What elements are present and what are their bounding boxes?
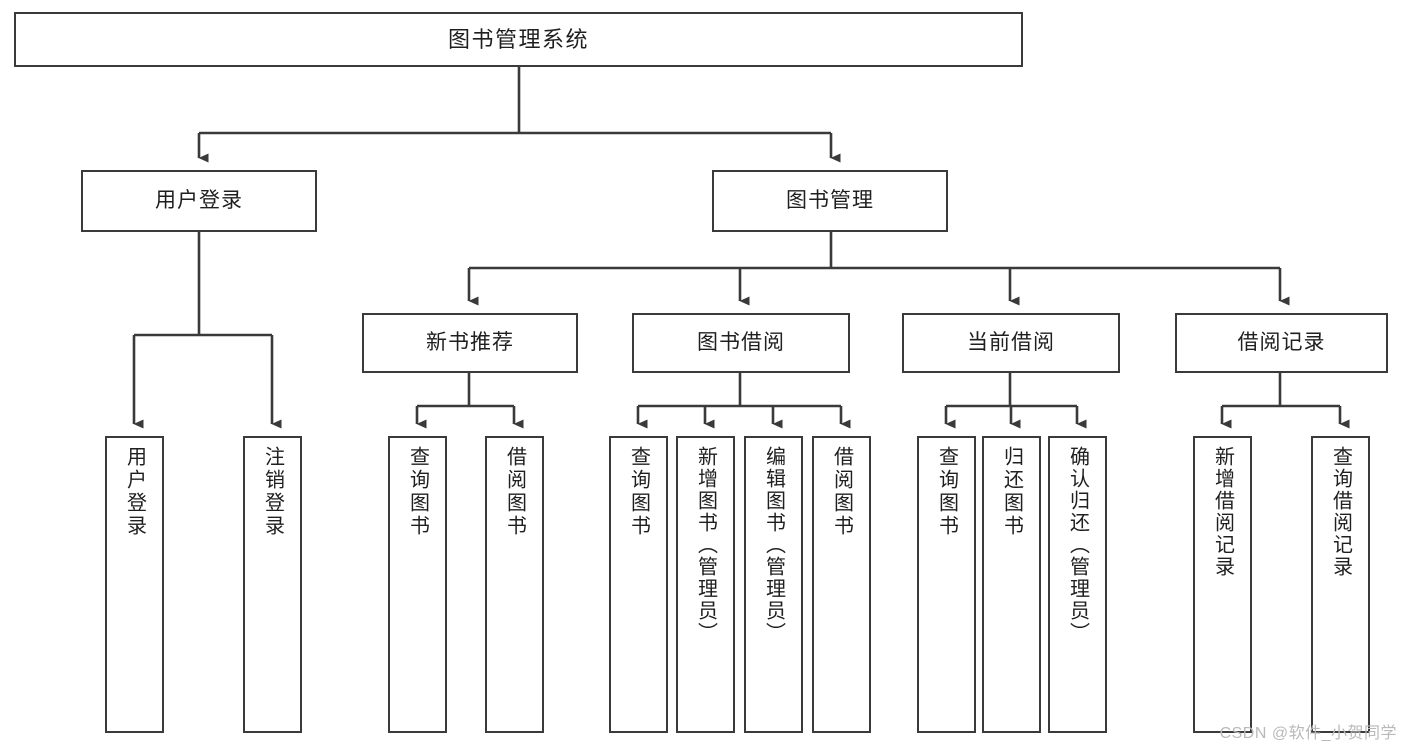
node-new-book-recommend[interactable]: 新书推荐 [362,313,578,373]
node-label: 新增图书（管理员） [694,446,717,644]
node-label: 新增借阅记录 [1211,446,1234,578]
leaf-return-book[interactable]: 归还图书 [982,436,1041,733]
node-label: 查询图书 [935,446,958,538]
leaf-borrow-book[interactable]: 借阅图书 [812,436,871,733]
node-label: 借阅记录 [1237,330,1326,354]
node-label: 新书推荐 [426,330,514,354]
node-label: 查询借阅记录 [1329,446,1352,578]
node-user-login[interactable]: 用户登录 [81,170,317,232]
leaf-user-login[interactable]: 用户登录 [105,436,164,733]
node-label: 确认归还（管理员） [1066,446,1089,644]
node-label: 图书借阅 [697,330,785,354]
node-label: 编辑图书（管理员） [762,446,785,644]
node-label: 图书管理系统 [447,26,589,52]
node-borrow-record[interactable]: 借阅记录 [1175,313,1388,373]
leaf-logout-login[interactable]: 注销登录 [243,436,302,733]
leaf-edit-book[interactable]: 编辑图书（管理员） [744,436,803,733]
node-label: 查询图书 [627,446,650,538]
node-book-manage[interactable]: 图书管理 [712,170,948,232]
node-label: 归还图书 [1000,446,1023,538]
node-root-book-management-system[interactable]: 图书管理系统 [14,12,1023,67]
leaf-query-book-borrow[interactable]: 查询图书 [609,436,668,733]
node-book-borrow[interactable]: 图书借阅 [632,313,850,373]
leaf-query-book-recommend[interactable]: 查询图书 [388,436,447,733]
leaf-add-book[interactable]: 新增图书（管理员） [676,436,735,733]
node-label: 借阅图书 [503,446,526,538]
leaf-confirm-return[interactable]: 确认归还（管理员） [1048,436,1107,733]
node-label: 图书管理 [786,188,874,212]
node-current-borrow[interactable]: 当前借阅 [902,313,1120,373]
csdn-watermark: CSDN @软件_小贺同学 [1219,725,1397,742]
leaf-add-borrow-record[interactable]: 新增借阅记录 [1193,436,1252,733]
leaf-query-book-current[interactable]: 查询图书 [917,436,976,733]
node-label: 注销登录 [261,446,284,538]
leaf-query-borrow-record[interactable]: 查询借阅记录 [1311,436,1370,733]
leaf-borrow-book-recommend[interactable]: 借阅图书 [485,436,544,733]
node-label: 查询图书 [406,446,429,538]
node-label: 用户登录 [155,188,243,212]
node-label: 用户登录 [123,446,146,538]
node-label: 当前借阅 [967,330,1055,354]
node-label: 借阅图书 [830,446,853,538]
